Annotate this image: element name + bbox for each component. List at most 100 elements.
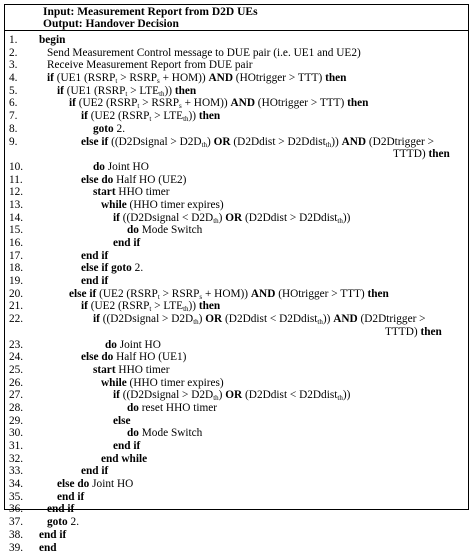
code-line: 38.end if	[5, 529, 468, 542]
code-line: 29. else	[5, 415, 468, 428]
code-line: 37.goto 2.	[5, 516, 468, 529]
line-number: 21.	[9, 300, 29, 313]
code-line: 14. if ((D2Dsignal < D2Dth) OR (D2Ddist >…	[5, 212, 468, 225]
output-line: Output: Handover Decision	[43, 18, 179, 30]
line-number: 32.	[9, 453, 29, 466]
line-number: 30.	[9, 427, 29, 440]
algorithm-body: 1. begin 2. Send Measurement Control messag…	[5, 34, 468, 554]
line-number: 33.	[9, 465, 29, 478]
line-number: 24.	[9, 351, 29, 364]
input-line: Input: Measurement Report from D2D UEs	[43, 6, 258, 18]
line-code: else	[113, 415, 131, 428]
code-line: 18. else if goto 2.	[5, 262, 468, 275]
line-code: end	[39, 542, 57, 554]
line-number: 17.	[9, 250, 29, 263]
code-line: 9. else if ((D2Dsignal > D2Dth) OR (D2Ddi…	[5, 136, 468, 149]
code-line: 17. end if	[5, 250, 468, 263]
line-code: Send Measurement Control message to DUE …	[47, 47, 361, 60]
code-line: 20. else if (UE2 (RSRPt > RSRPs + HOM)) A…	[5, 288, 468, 301]
line-code: else do Joint HO	[57, 478, 133, 491]
code-line: 2. Send Measurement Control message to DU…	[5, 47, 468, 60]
line-number: 39.	[9, 542, 29, 554]
line-number: 29.	[9, 415, 29, 428]
code-line: 16.end if	[5, 237, 468, 250]
line-number: 7.	[9, 110, 29, 123]
code-line: 13.while (HHO timer expires)	[5, 199, 468, 212]
line-code: end if	[113, 237, 140, 250]
code-line: 36. end if	[5, 503, 468, 516]
line-code: if ((D2Dsignal > D2Dth) OR (D2Ddist < D2…	[113, 389, 350, 402]
code-line: 19. end if	[5, 275, 468, 288]
line-number: 2.	[9, 47, 29, 60]
line-code: if ((D2Dsignal > D2Dth) OR (D2Ddist < D2…	[93, 313, 426, 326]
line-code: do reset HHO timer	[127, 402, 217, 415]
line-code: do Mode Switch	[127, 224, 202, 237]
line-number: 6.	[9, 97, 29, 110]
code-line: 3.Receive Measurement Report from DUE pa…	[5, 59, 468, 72]
code-line: 39. end	[5, 542, 468, 554]
line-number: 5.	[9, 85, 29, 98]
line-code: else if (UE2 (RSRPt > RSRPs + HOM)) AND …	[69, 288, 389, 301]
line-number: 1.	[9, 34, 29, 47]
line-number: 38.	[9, 529, 29, 542]
line-code: goto 2.	[47, 516, 79, 529]
code-line: 23.do Joint HO	[5, 339, 468, 352]
algorithm-box: Input: Measurement Report from D2D UEs O…	[4, 4, 469, 510]
line-number: 9.	[9, 136, 29, 149]
line-code: end if	[47, 503, 74, 516]
line-code: else if goto 2.	[81, 262, 143, 275]
line-code: begin	[39, 34, 65, 47]
line-code: else do Half HO (UE2)	[81, 174, 186, 187]
line-number: 27.	[9, 389, 29, 402]
code-line: 26.while (HHO timer expires)	[5, 377, 468, 390]
code-line: 12.start HHO timer	[5, 186, 468, 199]
line-number: 35.	[9, 491, 29, 504]
line-code: end if	[81, 275, 108, 288]
code-line: 15. do Mode Switch	[5, 224, 468, 237]
line-code: if (UE2 (RSRPt > RSRPs + HOM)) AND (HOtr…	[69, 97, 368, 110]
line-code: else if ((D2Dsignal > D2Dth) OR (D2Ddist…	[81, 136, 434, 149]
code-line: TTTD) then	[5, 148, 468, 161]
code-line: 10. do Joint HO	[5, 161, 468, 174]
line-code: while (HHO timer expires)	[101, 377, 224, 390]
line-code: else do Half HO (UE1)	[81, 351, 186, 364]
line-number: 31.	[9, 440, 29, 453]
line-number: 13.	[9, 199, 29, 212]
line-code: if (UE2 (RSRPt > LTEth)) then	[81, 110, 220, 123]
line-number: 19.	[9, 275, 29, 288]
line-number: 20.	[9, 288, 29, 301]
line-code: if (UE2 (RSRPt > LTEth)) then	[81, 300, 220, 313]
code-line: 35.end if	[5, 491, 468, 504]
line-code: start HHO timer	[93, 186, 170, 199]
line-number: 15.	[9, 224, 29, 237]
line-code: end if	[81, 250, 108, 263]
code-line: 34. else do Joint HO	[5, 478, 468, 491]
line-code: Receive Measurement Report from DUE pair	[47, 59, 252, 72]
line-number: 10.	[9, 161, 29, 174]
line-code: do Joint HO	[105, 339, 161, 352]
line-code: TTTD) then	[393, 148, 450, 161]
line-number: 22.	[9, 313, 29, 326]
line-code: end if	[81, 465, 108, 478]
code-line: 21. if (UE2 (RSRPt > LTEth)) then	[5, 300, 468, 313]
line-code: if (UE1 (RSRPt > RSRPs + HOM)) AND (HOtr…	[47, 72, 346, 85]
line-code: goto 2.	[93, 123, 125, 136]
code-line: 32.end while	[5, 453, 468, 466]
line-number: 14.	[9, 212, 29, 225]
line-code: if ((D2Dsignal < D2Dth) OR (D2Ddist > D2…	[113, 212, 350, 225]
line-number: 34.	[9, 478, 29, 491]
line-number: 8.	[9, 123, 29, 136]
code-line: 6. if (UE2 (RSRPt > RSRPs + HOM)) AND (HO…	[5, 97, 468, 110]
code-line: 11.else do Half HO (UE2)	[5, 174, 468, 187]
line-code: end if	[113, 440, 140, 453]
line-number: 18.	[9, 262, 29, 275]
code-line: 24. else do Half HO (UE1)	[5, 351, 468, 364]
code-line: 7. if (UE2 (RSRPt > LTEth)) then	[5, 110, 468, 123]
algorithm-header: Input: Measurement Report from D2D UEs O…	[5, 5, 468, 31]
code-line: 8. goto 2.	[5, 123, 468, 136]
code-line: 30.do Mode Switch	[5, 427, 468, 440]
line-code: do Joint HO	[93, 161, 149, 174]
line-number: 36.	[9, 503, 29, 516]
line-number: 4.	[9, 72, 29, 85]
code-line: 1. begin	[5, 34, 468, 47]
